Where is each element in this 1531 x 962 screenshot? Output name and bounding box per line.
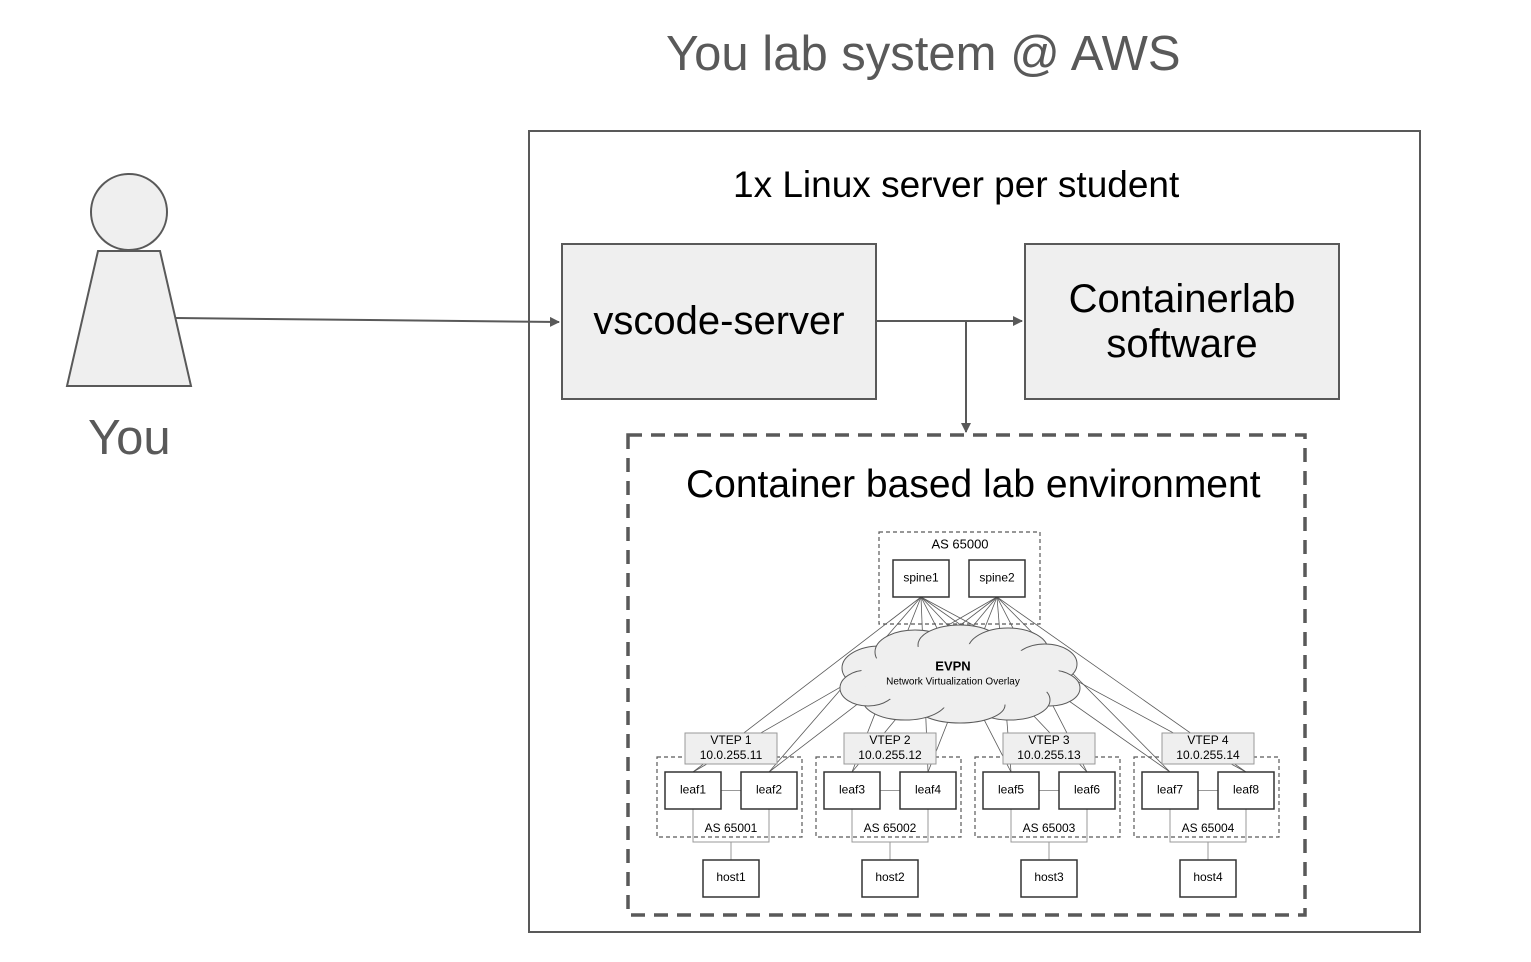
vtep-ip: 10.0.255.13: [1017, 748, 1081, 762]
vscode-server-box: vscode-server: [561, 243, 877, 400]
lab-environment-box: [626, 433, 1307, 917]
spine-label: spine2: [979, 571, 1015, 585]
leaf-node: [899, 771, 957, 810]
leaf-as-label: AS 65001: [705, 821, 758, 835]
leaf-node: [982, 771, 1040, 810]
leaf-node: [664, 771, 722, 810]
leaf-node: [1141, 771, 1199, 810]
vtep-label: VTEP 1: [710, 733, 751, 747]
host-node: [702, 859, 760, 898]
as-label-bg: [1015, 821, 1083, 836]
spine-node: [892, 559, 950, 598]
host-label: host1: [716, 870, 746, 884]
host-link: [1169, 809, 1247, 860]
server-title: 1x Linux server per student: [733, 164, 1180, 205]
spine-leaf-link: [996, 596, 1171, 773]
leaf-as-label: AS 65003: [1023, 821, 1076, 835]
as-label-bg: [1174, 821, 1242, 836]
linux-server-box: [528, 130, 1421, 933]
vtep-label: VTEP 4: [1187, 733, 1228, 747]
leaf-label: leaf7: [1157, 783, 1183, 797]
evpn-cloud: [839, 624, 1081, 724]
host-node: [861, 859, 919, 898]
spine-as-label: AS 65000: [931, 536, 988, 551]
vtep-label: VTEP 3: [1028, 733, 1069, 747]
page-title: You lab system @ AWS: [666, 27, 1181, 81]
host-link: [851, 809, 929, 860]
lab-title: Container based lab environment: [686, 463, 1261, 506]
spine-node: [968, 559, 1026, 598]
containerlab-box: Containerlab software: [1024, 243, 1340, 400]
vtep-ip: 10.0.255.11: [700, 748, 763, 762]
host-link: [692, 809, 770, 860]
host-node: [1179, 859, 1237, 898]
user-to-vscode-arrow: [175, 316, 560, 327]
host-label: host3: [1034, 870, 1064, 884]
evpn-title: EVPN: [935, 658, 970, 673]
leaf-label: leaf5: [998, 783, 1024, 797]
vtep-box: [684, 732, 778, 765]
leaf-node: [1217, 771, 1275, 810]
leaf-label: leaf1: [680, 783, 706, 797]
host-label: host2: [875, 870, 905, 884]
vtep-ip: 10.0.255.14: [1176, 748, 1240, 762]
as-label-bg: [697, 821, 765, 836]
leaf-label: leaf6: [1074, 783, 1100, 797]
person-icon: [65, 173, 193, 387]
leaf-as-label: AS 65002: [864, 821, 917, 835]
leaf-node: [1058, 771, 1116, 810]
user-label: You: [88, 411, 171, 465]
leaf-node: [740, 771, 798, 810]
evpn-subtitle: Network Virtualization Overlay: [886, 677, 1020, 688]
leaf-label: leaf4: [915, 783, 941, 797]
spine-as-group: [878, 531, 1041, 625]
host-node: [1020, 859, 1078, 898]
vtep-box: [1002, 732, 1096, 765]
leaf-label: leaf8: [1233, 783, 1259, 797]
spine-label: spine1: [903, 571, 939, 585]
cloud-core: [860, 644, 1060, 708]
vtep-box: [843, 732, 937, 765]
leaf-as-label: AS 65004: [1182, 821, 1235, 835]
leaf-label: leaf2: [756, 783, 782, 797]
vtep-label: VTEP 2: [869, 733, 910, 747]
leaf-node: [823, 771, 881, 810]
leaf-label: leaf3: [839, 783, 865, 797]
vtep-ip: 10.0.255.12: [858, 748, 922, 762]
vtep-box: [1161, 732, 1255, 765]
as-label-bg: [856, 821, 924, 836]
host-link: [1010, 809, 1088, 860]
host-label: host4: [1193, 870, 1223, 884]
